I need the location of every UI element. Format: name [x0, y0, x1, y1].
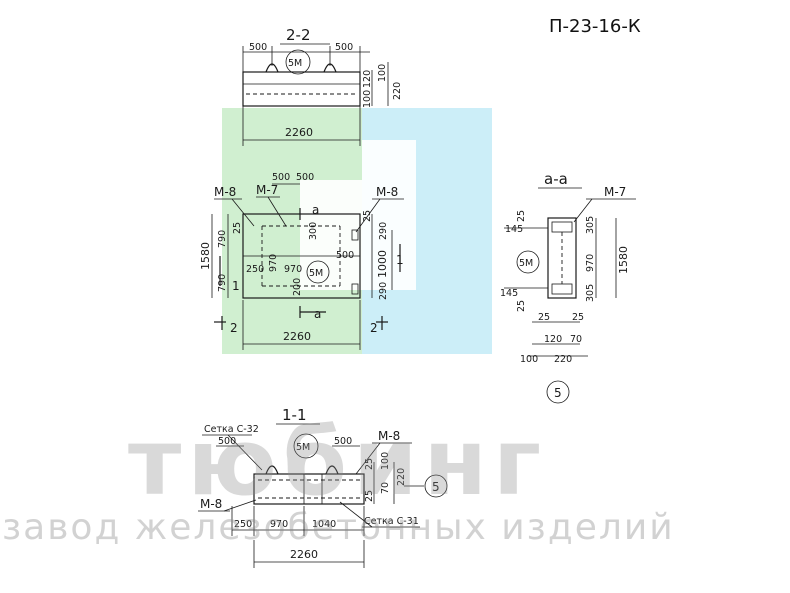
plan-mark-m8-right: М-8	[376, 185, 398, 199]
watermark-logo-gap	[362, 140, 416, 180]
section-a-a-dim-bottom-220: 220	[554, 354, 572, 365]
section-a-a-loop: 5М	[519, 258, 533, 269]
section-1-1-dim-right-d: 70	[380, 482, 391, 494]
section-1-1-dim-right-b: 100	[380, 452, 391, 470]
plan-dim-top-1: 500	[272, 172, 290, 183]
plan-mark-m7: М-7	[256, 183, 278, 197]
section-a-a-dim-bottom-b: 25	[516, 300, 527, 312]
plan-section-2-right: 2	[370, 321, 378, 335]
section-2-2-length: 2260	[285, 126, 313, 139]
section-2-2-dim-h-bottom: 100	[362, 90, 373, 108]
plan-dim-right-lower: 290	[378, 282, 389, 300]
section-a-a: а-а М-7 5М 305 970 305 1580 25 145 145 2…	[500, 170, 636, 404]
section-a-a-dim-top-b: 145	[505, 224, 523, 235]
section-2-2-dim-right: 500	[335, 42, 353, 53]
section-1-1-dim-bottom-250: 250	[234, 519, 252, 530]
section-a-a-dim-lower: 305	[585, 284, 596, 302]
plan-length: 2260	[283, 330, 311, 343]
plan-view: 5М М-8 М-7 М-8 500 500 а а 1580 790 790 …	[199, 172, 404, 350]
section-a-a-dim-top-a: 25	[516, 210, 527, 222]
section-a-a-mark: М-7	[604, 185, 626, 199]
section-1-1-dim-bottom-970: 970	[270, 519, 288, 530]
plan-loop-mark: 5М	[309, 268, 323, 279]
plan-dim-right-top-small: 25	[362, 210, 373, 222]
section-2-2-dim-h-mid: 120	[362, 70, 373, 88]
plan-dim-top-2: 500	[296, 172, 314, 183]
section-a-a-dim-bottom-a: 145	[500, 288, 518, 299]
section-a-a-dim-bottom-70: 70	[570, 334, 582, 345]
watermark-brand: тюбинг	[128, 409, 547, 516]
section-a-a-dim-total: 1580	[617, 246, 630, 274]
section-a-a-detail-no: 5	[554, 386, 562, 400]
section-1-1: 1-1 Сетка С-32 М-8 500 500 5М 25 100 220…	[198, 406, 448, 568]
section-1-1-mesh-bottom: Сетка С-31	[364, 516, 419, 527]
section-1-1-loop: 5М	[296, 442, 310, 453]
plan-mark-m8-left: М-8	[214, 185, 236, 199]
section-2-2-dim-h-top: 100	[377, 64, 388, 82]
section-1-1-dim-right-e: 25	[364, 490, 375, 502]
plan-section-2-left: 2	[230, 321, 238, 335]
watermark-tagline: завод железобетонных изделий	[2, 507, 675, 548]
plan-dim-inner-300: 300	[308, 222, 319, 240]
section-a-a-dim-middle: 970	[585, 254, 596, 272]
plan-section-a-top: а	[312, 203, 319, 217]
section-1-1-label: 1-1	[282, 406, 307, 424]
plan-dim-left-inner-a: 25	[232, 222, 243, 234]
plan-section-1-left: 1	[232, 279, 240, 293]
plan-dim-right-upper: 290	[378, 222, 389, 240]
plan-dim-inner-w2: 970	[284, 264, 302, 275]
section-1-1-length: 2260	[290, 548, 318, 561]
section-1-1-dim-bottom-1040: 1040	[312, 519, 336, 530]
section-1-1-dim-top-1: 500	[218, 436, 236, 447]
plan-section-1-right: 1	[396, 253, 404, 267]
section-a-a-dim-bottom-120: 120	[544, 334, 562, 345]
section-1-1-mesh-top: Сетка С-32	[204, 424, 259, 435]
section-2-2-dim-h-total: 220	[392, 82, 403, 100]
plan-dim-left-lower: 790	[217, 274, 228, 292]
section-1-1-mark-right: М-8	[378, 429, 400, 443]
section-2-2: 2-2 500 500 5М 100 120 100 220 2260	[242, 26, 403, 146]
watermark-logo	[222, 108, 492, 354]
section-1-1-dim-top-2: 500	[334, 436, 352, 447]
drawing-number: П-23-16-К	[549, 16, 641, 37]
section-a-a-label: а-а	[544, 170, 568, 188]
section-a-a-dim-bottom-25a: 25	[538, 312, 550, 323]
plan-dim-inner-200: 200	[292, 278, 303, 296]
plan-dim-inner-w1: 970	[268, 254, 279, 272]
plan-dim-left-inner-b: 250	[246, 264, 264, 275]
section-a-a-dim-upper: 305	[585, 216, 596, 234]
plan-dim-right-total: 1000	[376, 250, 389, 278]
section-1-1-dim-right-a: 25	[364, 458, 375, 470]
section-1-1-mark-left: М-8	[200, 497, 222, 511]
plan-dim-left-upper: 790	[217, 230, 228, 248]
section-a-a-dim-bottom-25b: 25	[572, 312, 584, 323]
section-2-2-loop-mark: 5М	[288, 58, 302, 69]
plan-dim-left-total: 1580	[199, 242, 212, 270]
section-2-2-label: 2-2	[286, 26, 311, 44]
section-1-1-detail-no: 5	[432, 480, 440, 494]
section-2-2-dim-left: 500	[249, 42, 267, 53]
section-1-1-dim-right-c: 220	[396, 468, 407, 486]
section-a-a-dim-bottom-100: 100	[520, 354, 538, 365]
plan-section-a-bottom: а	[314, 307, 321, 321]
plan-dim-inner-500: 500	[336, 250, 354, 261]
